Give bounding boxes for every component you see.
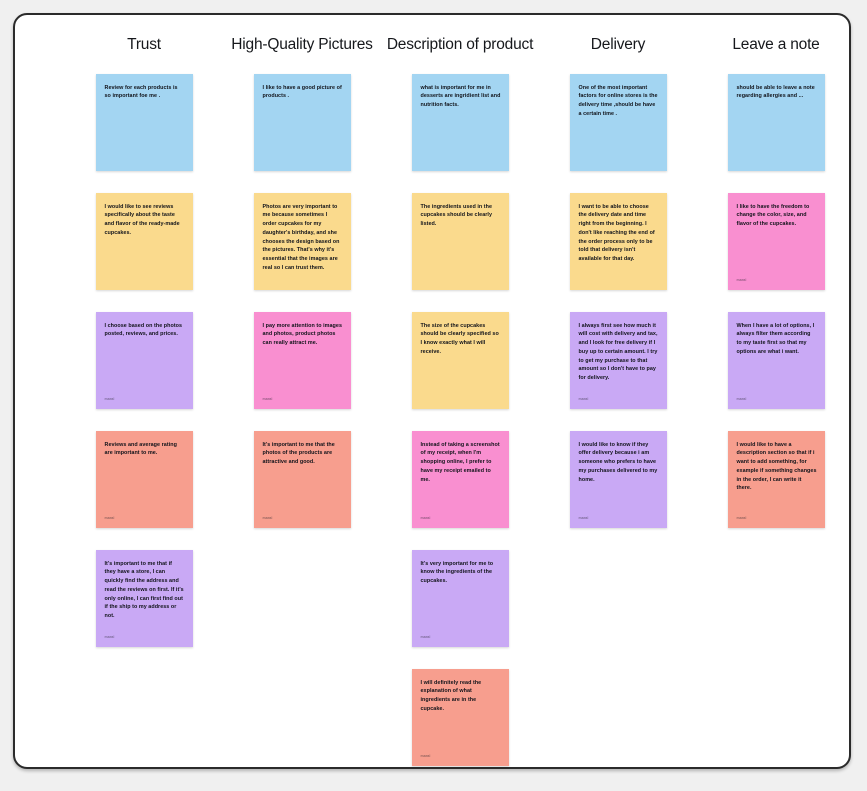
sticky-note-author: maral <box>578 397 589 401</box>
affinity-column: Description of product what is important … <box>381 15 539 767</box>
sticky-note-text: The size of the cupcakes should be clear… <box>420 322 501 355</box>
sticky-note-text: It's very important for me to know the i… <box>420 560 495 585</box>
column-header-2: Description of product <box>386 36 534 53</box>
sticky-note-author: maral <box>578 516 589 520</box>
sticky-note[interactable]: It's important to me that if they have a… <box>95 549 193 647</box>
sticky-note-author: maral <box>736 278 747 282</box>
sticky-note-text: It's important to me that if they have a… <box>104 560 186 620</box>
sticky-note-text: Review for each products is so important… <box>104 84 180 100</box>
sticky-note-text: I would like to know if they offer deliv… <box>578 441 659 483</box>
sticky-note[interactable]: It's very important for me to know the i… <box>411 549 509 647</box>
sticky-note-text: I would like to see reviews specifically… <box>104 203 182 236</box>
affinity-column: Leave a note should be able to leave a no… <box>697 15 849 767</box>
sticky-note[interactable]: I would like to have a description secti… <box>727 430 825 528</box>
sticky-note-text: I will definitely read the explanation o… <box>420 679 483 712</box>
column-header-1: High-Quality Pictures <box>231 36 373 53</box>
sticky-note[interactable]: I will definitely read the explanation o… <box>411 668 509 766</box>
sticky-note-author: maral <box>736 397 747 401</box>
sticky-note-text: I like to have the freedom to change the… <box>736 203 811 228</box>
sticky-note-stack: Review for each products is so important… <box>65 73 223 669</box>
sticky-note[interactable]: One of the most important factors for on… <box>569 73 667 171</box>
sticky-note[interactable]: I always first see how much it will cost… <box>569 311 667 409</box>
sticky-note-stack: should be able to leave a note regarding… <box>697 73 849 550</box>
sticky-note-text: I want to be able to choose the delivery… <box>578 203 657 263</box>
sticky-note-stack: I like to have a good picture of product… <box>223 73 381 550</box>
sticky-note-author: maral <box>104 516 115 520</box>
column-header-0: Trust <box>127 36 161 53</box>
sticky-note-author: maral <box>262 516 273 520</box>
column-header-3: Delivery <box>590 36 646 53</box>
sticky-note-text: Photos are very important to me because … <box>262 203 342 271</box>
sticky-note-author: maral <box>420 516 431 520</box>
sticky-note[interactable]: The ingredients used in the cupcakes sho… <box>411 192 509 290</box>
sticky-note-text: I like to have a good picture of product… <box>262 84 344 100</box>
sticky-note[interactable]: I like to have the freedom to change the… <box>727 192 825 290</box>
sticky-note-text: One of the most important factors for on… <box>578 84 660 117</box>
sticky-note[interactable]: should be able to leave a note regarding… <box>727 73 825 171</box>
sticky-note-author: maral <box>104 397 115 401</box>
sticky-note-stack: what is important for me in desserts are… <box>381 73 539 767</box>
sticky-note-text: Reviews and average rating are important… <box>104 441 179 457</box>
column-header-4: Leave a note <box>732 36 820 53</box>
sticky-note[interactable]: I pay more attention to images and photo… <box>253 311 351 409</box>
sticky-note[interactable]: I choose based on the photos posted, rev… <box>95 311 193 409</box>
sticky-note[interactable]: Reviews and average rating are important… <box>95 430 193 528</box>
sticky-note[interactable]: I like to have a good picture of product… <box>253 73 351 171</box>
sticky-note-author: maral <box>420 635 431 639</box>
sticky-note[interactable]: I would like to see reviews specifically… <box>95 192 193 290</box>
sticky-note[interactable]: When I have a lot of options, I always f… <box>727 311 825 409</box>
sticky-note[interactable]: I want to be able to choose the delivery… <box>569 192 667 290</box>
sticky-note[interactable]: I would like to know if they offer deliv… <box>569 430 667 528</box>
sticky-note[interactable]: The size of the cupcakes should be clear… <box>411 311 509 409</box>
sticky-note-text: I choose based on the photos posted, rev… <box>104 322 184 338</box>
sticky-note-text: When I have a lot of options, I always f… <box>736 322 816 355</box>
sticky-note[interactable]: what is important for me in desserts are… <box>411 73 509 171</box>
sticky-note-stack: One of the most important factors for on… <box>539 73 697 550</box>
sticky-note-text: I pay more attention to images and photo… <box>262 322 344 347</box>
affinity-column: High-Quality Pictures I like to have a go… <box>223 15 381 767</box>
sticky-note[interactable]: It's important to me that the photos of … <box>253 430 351 528</box>
sticky-note[interactable]: Instead of taking a screenshot of my rec… <box>411 430 509 528</box>
sticky-note-text: It's important to me that the photos of … <box>262 441 337 466</box>
sticky-note[interactable]: Review for each products is so important… <box>95 73 193 171</box>
sticky-note-author: maral <box>104 635 115 639</box>
sticky-note-text: Instead of taking a screenshot of my rec… <box>420 441 502 483</box>
sticky-note-text: should be able to leave a note regarding… <box>736 84 817 100</box>
sticky-note-author: maral <box>420 754 431 758</box>
sticky-note-author: maral <box>262 397 273 401</box>
sticky-note-text: The ingredients used in the cupcakes sho… <box>420 203 494 228</box>
sticky-note-text: what is important for me in desserts are… <box>420 84 502 109</box>
sticky-note-text: I always first see how much it will cost… <box>578 322 660 382</box>
sticky-note-text: I would like to have a description secti… <box>736 441 819 492</box>
sticky-note[interactable]: Photos are very important to me because … <box>253 192 351 290</box>
sticky-note-author: maral <box>736 516 747 520</box>
